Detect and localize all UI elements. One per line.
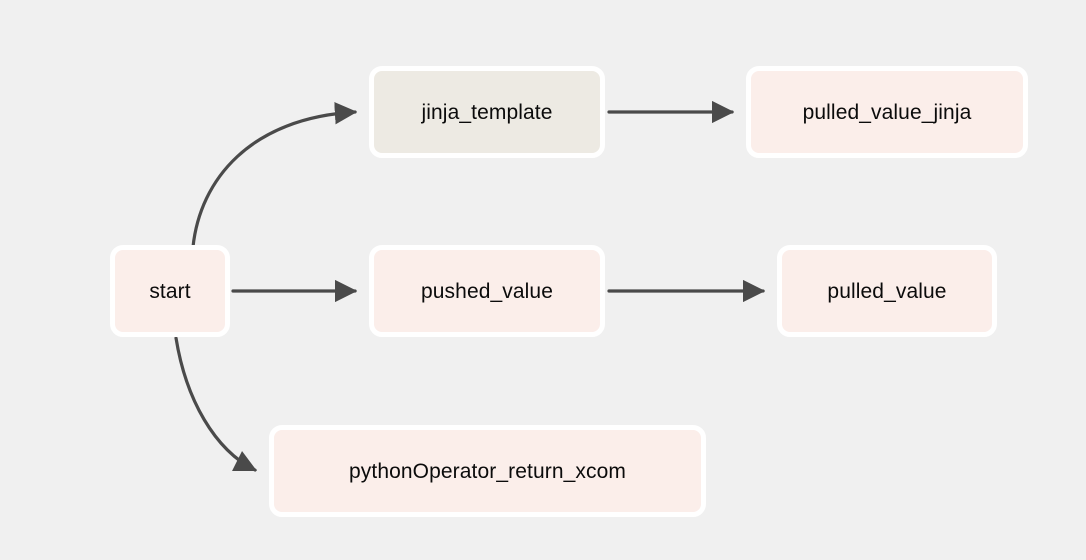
node-pythonoperator-return-xcom[interactable]: pythonOperator_return_xcom: [269, 425, 706, 517]
node-pushed-value[interactable]: pushed_value: [369, 245, 605, 337]
node-label: pulled_value: [827, 279, 947, 303]
node-pulled-value-jinja[interactable]: pulled_value_jinja: [746, 66, 1028, 158]
node-pulled-value[interactable]: pulled_value: [777, 245, 997, 337]
node-label: pulled_value_jinja: [802, 100, 972, 124]
node-label: pushed_value: [421, 279, 553, 303]
edge-start-to-jinja-template: [191, 101, 358, 249]
node-label: pythonOperator_return_xcom: [349, 459, 626, 483]
node-label: start: [149, 279, 191, 303]
node-jinja-template[interactable]: jinja_template: [369, 66, 605, 158]
edge-start-to-pythonoperator-return-xcom: [174, 336, 258, 472]
node-label: jinja_template: [421, 100, 553, 124]
node-start[interactable]: start: [110, 245, 230, 337]
